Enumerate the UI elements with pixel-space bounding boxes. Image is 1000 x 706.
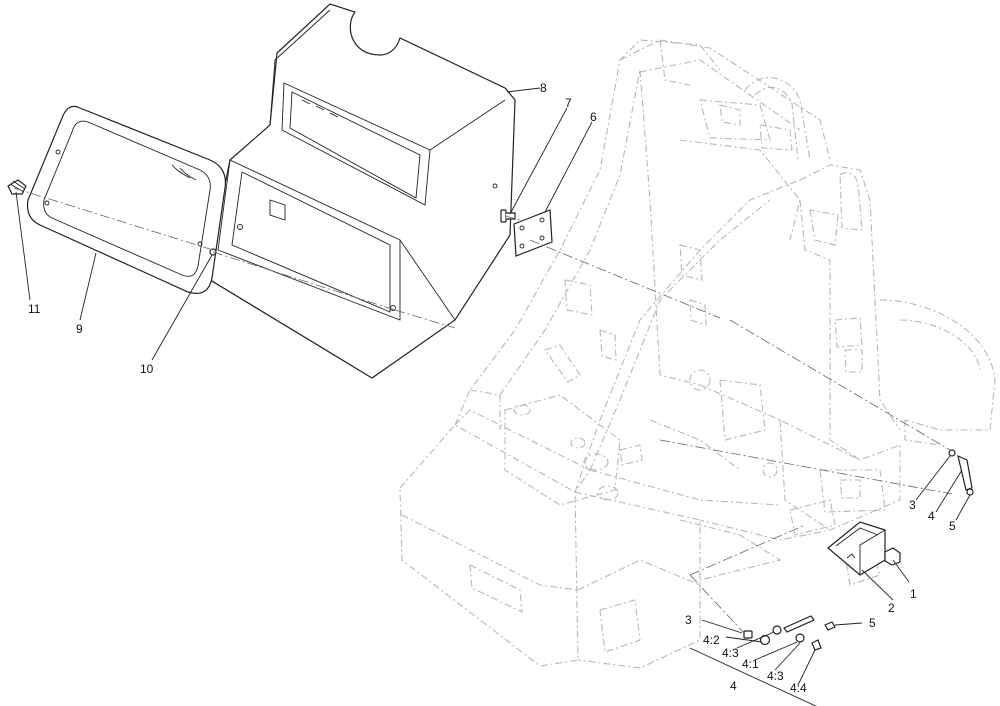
callout-4-3-right: 4:3 [767, 669, 784, 683]
part-9-window-frame [26, 105, 227, 294]
alignment-lines [13, 187, 953, 635]
callout-4-2: 4:2 [703, 633, 720, 647]
callout-4-4: 4:4 [790, 681, 807, 695]
callout-4-upper: 4 [928, 509, 935, 523]
callout-8: 8 [540, 81, 547, 95]
part-8-panel [201, 3, 516, 379]
callout-labels: 11 9 10 8 7 6 1 2 3 4 5 3 4:2 4:3 4:1 4:… [28, 81, 956, 695]
callout-2: 2 [888, 601, 895, 615]
callout-3-lower: 3 [685, 613, 692, 627]
callout-5-lower: 5 [869, 616, 876, 630]
callout-5-upper: 5 [949, 519, 956, 533]
callout-11: 11 [28, 302, 41, 316]
leader-lines [15, 87, 971, 686]
callout-4-3-left: 4:3 [722, 646, 739, 660]
callout-7: 7 [565, 96, 572, 110]
part-11-knob [7, 179, 27, 195]
callout-4-1: 4:1 [742, 657, 759, 671]
lower-hardware-stack [689, 615, 836, 706]
callout-6: 6 [590, 110, 597, 124]
callout-10: 10 [140, 362, 154, 376]
right-hardware-upper [948, 449, 974, 496]
callout-1: 1 [910, 587, 917, 601]
callout-3-upper: 3 [909, 498, 916, 512]
part-2-hinge-bracket [827, 521, 886, 576]
callout-9: 9 [76, 322, 83, 336]
part-1-nut [884, 547, 901, 566]
callout-4-lower: 4 [730, 679, 737, 693]
part-6-bracket [513, 209, 553, 257]
